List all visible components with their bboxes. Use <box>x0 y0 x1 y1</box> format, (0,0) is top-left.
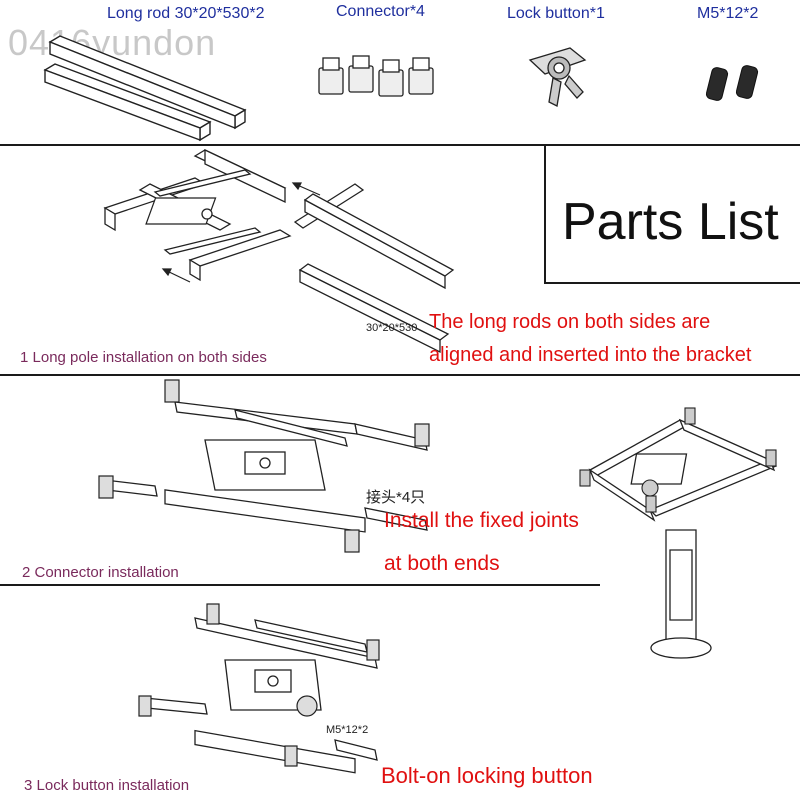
step2-label: 2 Connector installation <box>22 564 179 581</box>
step3-label: 3 Lock button installation <box>24 777 190 794</box>
parts-list-box-bottom <box>544 282 800 284</box>
step2-note-line2: at both ends <box>384 552 500 575</box>
parts-list-box-left <box>544 144 546 284</box>
assembled-pedestal-drawing <box>579 407 778 659</box>
step3-screw-label: M5*12*2 <box>326 724 369 736</box>
step2-cn-label: 接头*4只 <box>366 489 426 506</box>
step1-dimension-label: 30*20*530 <box>366 322 418 334</box>
step3-lock-drawing <box>138 603 380 774</box>
part-label-connector: Connector*4 <box>336 3 425 20</box>
separator-bottom <box>0 584 600 586</box>
screws-drawing <box>705 65 759 101</box>
part-label-lock-button: Lock button*1 <box>507 5 605 22</box>
step2-connector-drawing <box>98 379 430 553</box>
part-label-long-rod: Long rod 30*20*530*2 <box>107 5 265 22</box>
separator-top <box>0 144 800 146</box>
parts-list-title: Parts List <box>562 193 779 251</box>
long-rods-drawing <box>43 35 247 142</box>
step2-note-line1: Install the fixed joints <box>384 509 579 532</box>
step3-note: Bolt-on locking button <box>381 763 593 788</box>
step1-bracket-drawing <box>103 148 455 354</box>
step1-note-line2: aligned and inserted into the bracket <box>429 344 752 366</box>
part-label-screws: M5*12*2 <box>697 5 759 22</box>
step1-note-line1: The long rods on both sides are <box>429 311 711 333</box>
step1-label: 1 Long pole installation on both sides <box>20 349 267 366</box>
lock-button-drawing <box>528 47 587 107</box>
separator-middle <box>0 374 800 376</box>
connectors-drawing <box>318 55 434 97</box>
